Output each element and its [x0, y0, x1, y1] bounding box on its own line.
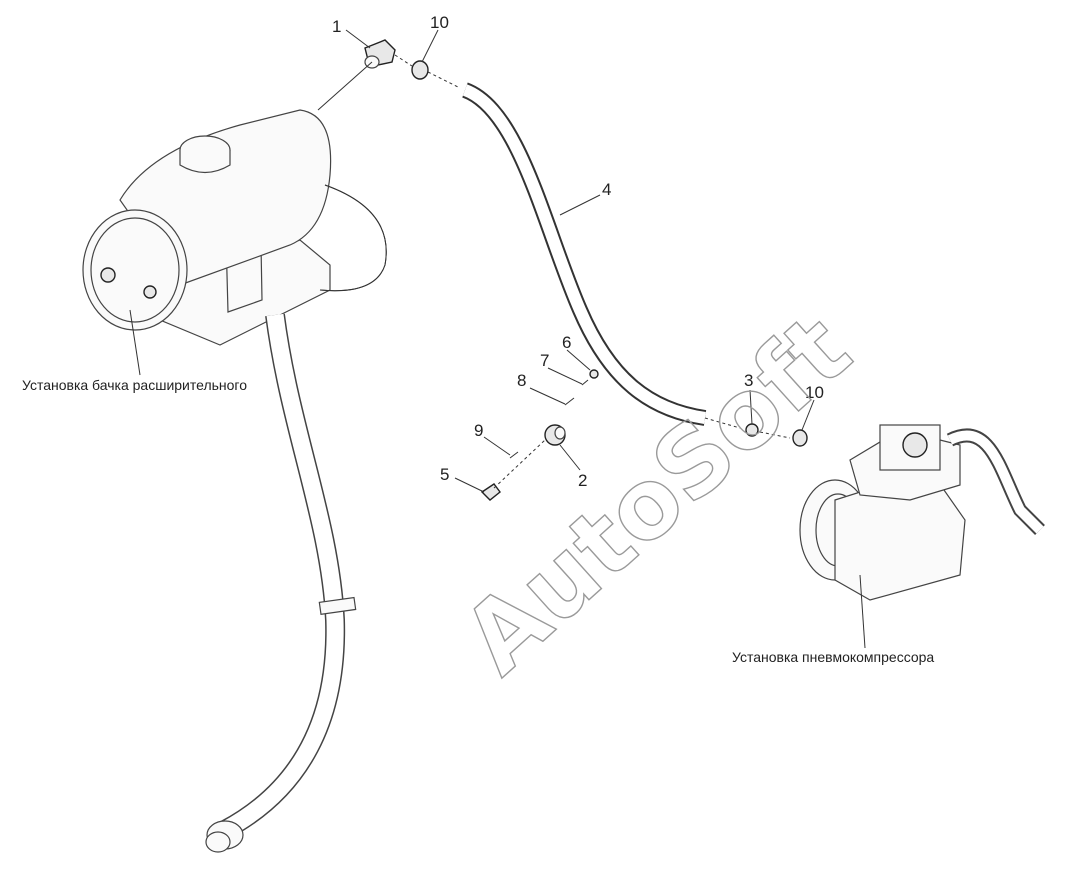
callout-3: 3 — [744, 371, 753, 390]
callout-2: 2 — [578, 471, 587, 490]
tank-caption: Установка бачка расширительного — [22, 377, 247, 393]
leader-lines — [129, 29, 815, 493]
callout-8: 8 — [517, 371, 526, 390]
callout-5: 5 — [440, 465, 449, 484]
hose-4 — [461, 82, 741, 429]
callout-9: 9 — [474, 421, 483, 440]
callout-6: 6 — [562, 333, 571, 352]
compressor-caption: Установка пневмокомпрессора — [732, 649, 934, 665]
air-compressor — [799, 424, 1045, 649]
callout-1: 1 — [332, 17, 341, 36]
expansion-tank — [82, 109, 387, 853]
clamp-top — [394, 54, 461, 89]
callout-7: 7 — [540, 351, 549, 370]
callout-4: 4 — [602, 180, 611, 199]
watermark-text: AutoSoft — [442, 293, 872, 696]
callout-10-right: 10 — [805, 383, 824, 402]
fitting-cluster — [480, 369, 599, 501]
elbow-fitting — [317, 39, 396, 111]
callout-10-top: 10 — [430, 13, 449, 32]
